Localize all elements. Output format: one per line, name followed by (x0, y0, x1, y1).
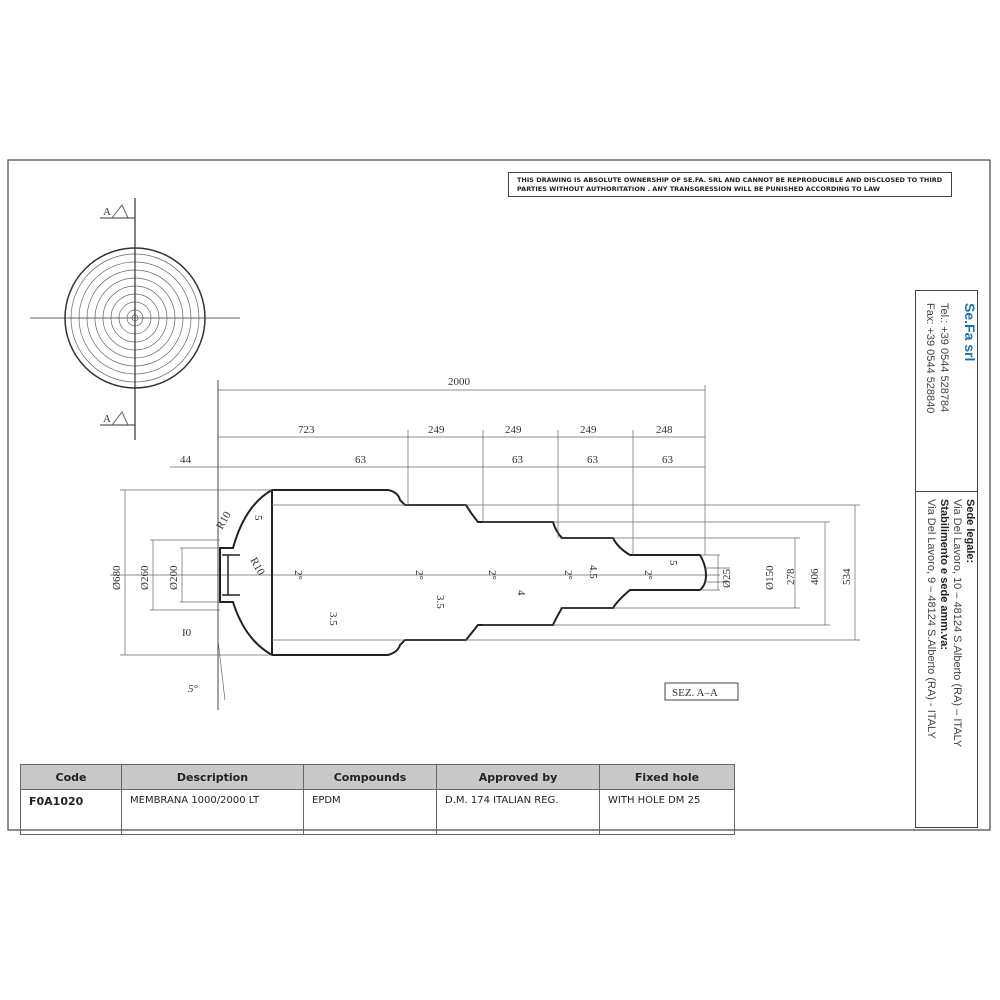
dim-2deg-b: 2° (413, 570, 425, 580)
cell-fixed-hole: WITH HOLE DM 25 (599, 789, 735, 835)
membrane-profile (110, 380, 720, 710)
legal-label: Sede legale: (964, 499, 976, 564)
dim-5deg: 5° (188, 683, 199, 695)
dim-4.5: 4.5 (587, 565, 599, 579)
dim-2deg-c: 2° (486, 570, 498, 580)
dim-o25: Ø25 (721, 569, 733, 588)
title-block-divider (916, 491, 977, 492)
dim-249b: 249 (505, 424, 522, 436)
dim-2deg-e: 2° (642, 570, 654, 580)
dim-r10b: R10 (247, 556, 267, 578)
company-tel: Tel.: +39 0544 528784 (938, 303, 950, 413)
dim-2deg-a: 2° (292, 570, 304, 580)
company-name: Se.Fa srl (962, 303, 978, 362)
ownership-notice: THIS DRAWING IS ABSOLUTE OWNERSHIP OF SE… (508, 172, 952, 197)
dim-o200: Ø200 (168, 565, 180, 590)
dim-5b: 5 (667, 560, 679, 566)
dim-249c: 249 (580, 424, 597, 436)
dim-o680: Ø680 (111, 565, 123, 590)
dim-o150: Ø150 (764, 565, 776, 590)
section-marker-top: A (103, 206, 111, 218)
header-compounds: Compounds (303, 764, 437, 790)
dim-406: 406 (809, 568, 821, 585)
table-header-row: Code Description Compounds Approved by F… (20, 764, 735, 790)
front-view-circle (30, 198, 240, 440)
cell-compounds: EPDM (303, 789, 437, 835)
dim-248: 248 (656, 424, 673, 436)
dim-44: 44 (180, 454, 192, 466)
dim-249a: 249 (428, 424, 445, 436)
dim-723: 723 (298, 424, 315, 436)
dim-3.5a: 3.5 (327, 612, 339, 626)
dim-5a: 5 (252, 515, 264, 521)
title-block: Se.Fa srl Tel.: +39 0544 528784 Fax: +39… (915, 290, 978, 828)
cell-code: F0A1020 (20, 789, 122, 835)
drawing-frame (7, 159, 991, 831)
dim-10: I0 (182, 627, 192, 639)
dim-o260: Ø260 (139, 565, 151, 590)
section-marker-bottom: A (103, 413, 111, 425)
dim-63a: 63 (355, 454, 367, 466)
table-row: F0A1020 MEMBRANA 1000/2000 LT EPDM D.M. … (20, 789, 735, 835)
dim-278: 278 (785, 568, 797, 585)
dim-r10a: R10 (214, 509, 234, 531)
company-fax: Fax: +39 0544 528840 (924, 303, 936, 414)
spec-table: Code Description Compounds Approved by F… (20, 764, 735, 835)
dim-63c: 63 (587, 454, 599, 466)
cell-description: MEMBRANA 1000/2000 LT (121, 789, 304, 835)
dim-63d: 63 (662, 454, 674, 466)
dim-4: 4 (515, 590, 527, 596)
section-label: SEZ. A–A (672, 687, 718, 699)
cell-approved-by: D.M. 174 ITALIAN REG. (436, 789, 600, 835)
dim-3.5b: 3.5 (434, 595, 446, 609)
dim-2deg-d: 2° (562, 570, 574, 580)
header-description: Description (121, 764, 304, 790)
legal-address: Via Del Lavoro, 10 – 48124 S.Alberto (RA… (951, 499, 963, 748)
header-code: Code (20, 764, 122, 790)
dim-63b: 63 (512, 454, 524, 466)
dim-total: 2000 (448, 376, 471, 388)
header-approved-by: Approved by (436, 764, 600, 790)
plant-address: Via Del Lavoro, 9 – 48124 S.Alberto (RA)… (925, 499, 937, 739)
dim-534: 534 (841, 568, 853, 585)
dimension-lines (120, 385, 860, 701)
plant-label: Stabilimento e sede amm.va: (938, 499, 950, 650)
header-fixed-hole: Fixed hole (599, 764, 735, 790)
section-label-box (664, 682, 739, 701)
